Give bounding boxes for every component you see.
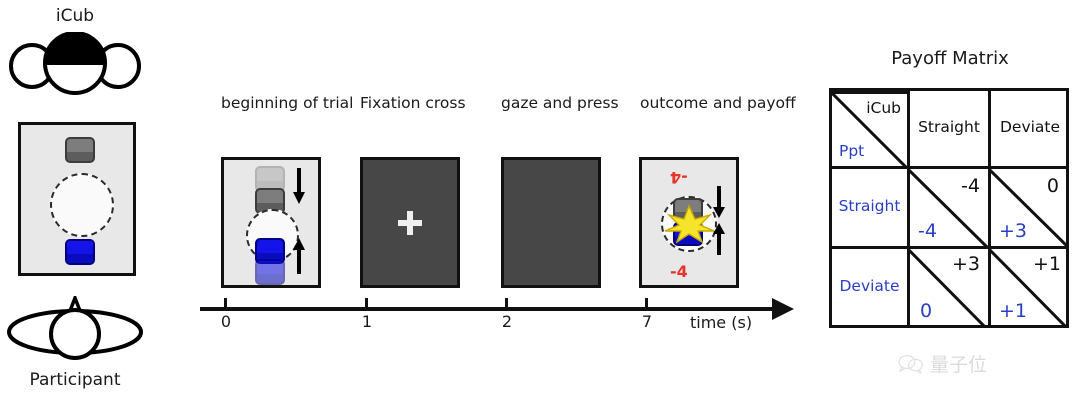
cell-dd-ppt-payoff: +1	[999, 300, 1028, 322]
matrix-cell-deviate-straight: +3 0	[910, 249, 988, 328]
matrix-row-header-deviate-label: Deviate	[839, 277, 900, 295]
cell-sd-icub-payoff: 0	[1046, 175, 1059, 197]
participant-payoff-value: -4	[670, 262, 688, 281]
gray-block-icub	[65, 137, 95, 163]
axis-label-7: 7	[641, 312, 653, 331]
axis-tick-1	[365, 298, 368, 308]
matrix-vline-2	[988, 91, 991, 325]
axis-tick-7	[645, 298, 648, 308]
arrow-down-icub	[713, 186, 725, 218]
cell-ss-ppt-payoff: -4	[918, 220, 937, 242]
matrix-row-header-straight-label: Straight	[838, 197, 901, 215]
matrix-row-header-deviate: Deviate	[832, 249, 907, 328]
panel-outcome-and-payoff: -4 -4	[639, 157, 739, 288]
matrix-col-header-straight: Straight	[910, 91, 988, 166]
time-axis-unit-label: time (s)	[690, 313, 753, 332]
arrow-up-participant	[293, 238, 305, 274]
axis-label-2: 2	[501, 312, 513, 331]
arrow-up-participant	[713, 223, 725, 255]
matrix-cell-straight-straight: -4 -4	[910, 169, 988, 246]
cell-sd-ppt-payoff: +3	[999, 220, 1028, 242]
matrix-col-player-label: iCub	[866, 99, 901, 117]
watermark: 量子位	[898, 350, 987, 377]
gray-block-trail-far	[255, 166, 285, 192]
payoff-matrix: iCub Ppt Straight Deviate Straight Devia…	[829, 88, 1069, 328]
axis-label-1: 1	[361, 312, 373, 331]
cell-ds-icub-payoff: +3	[951, 253, 980, 275]
watermark-text: 量子位	[930, 354, 988, 376]
time-axis-line	[200, 307, 775, 311]
panel-beginning-of-trial	[221, 157, 321, 288]
matrix-hline-1	[832, 166, 1066, 169]
wechat-icon	[898, 354, 924, 374]
icub-title: iCub	[55, 6, 95, 26]
panel-label-outcome-and-payoff: outcome and payoff	[640, 94, 796, 112]
matrix-col-header-deviate-label: Deviate	[999, 118, 1061, 136]
robot-head-icon	[9, 32, 141, 95]
collision-zone-circle	[50, 173, 114, 237]
matrix-row-player-label: Ppt	[839, 142, 865, 160]
corner-diagonal	[832, 91, 907, 166]
matrix-row-header-straight: Straight	[832, 169, 907, 246]
panel-label-gaze-and-press: gaze and press	[501, 94, 619, 112]
payoff-matrix-title: Payoff Matrix	[891, 48, 1009, 69]
cell-ds-ppt-payoff: 0	[920, 300, 933, 322]
panel-fixation-cross	[360, 157, 460, 288]
cell-ss-icub-payoff: -4	[961, 175, 980, 197]
matrix-cell-deviate-deviate: +1 +1	[991, 249, 1069, 328]
time-axis-arrowhead	[772, 298, 794, 320]
axis-label-0: 0	[220, 312, 232, 331]
matrix-col-header-straight-label: Straight	[918, 118, 980, 136]
panel-label-beginning-of-trial: beginning of trial	[221, 94, 354, 112]
axis-tick-0	[224, 298, 227, 308]
table-top-view	[18, 122, 136, 276]
matrix-hline-2	[832, 246, 1066, 249]
fixation-cross-icon	[398, 210, 422, 235]
cell-dd-icub-payoff: +1	[1032, 253, 1061, 275]
panel-label-fixation-cross: Fixation cross	[360, 94, 466, 112]
blue-block-trail-far	[255, 259, 285, 285]
axis-tick-2	[505, 298, 508, 308]
icub-payoff-value: -4	[670, 168, 688, 187]
matrix-col-header-deviate: Deviate	[991, 91, 1069, 166]
blue-block-participant	[65, 239, 95, 265]
participant-title: Participant	[29, 370, 121, 390]
collision-starburst-icon	[664, 204, 715, 244]
panel-gaze-and-press	[501, 157, 601, 288]
person-top-view-icon	[7, 296, 143, 360]
matrix-cell-straight-deviate: 0 +3	[991, 169, 1069, 246]
matrix-corner-cell: iCub Ppt	[832, 91, 907, 166]
arrow-down-icub	[293, 168, 305, 204]
matrix-vline-1	[907, 91, 910, 325]
